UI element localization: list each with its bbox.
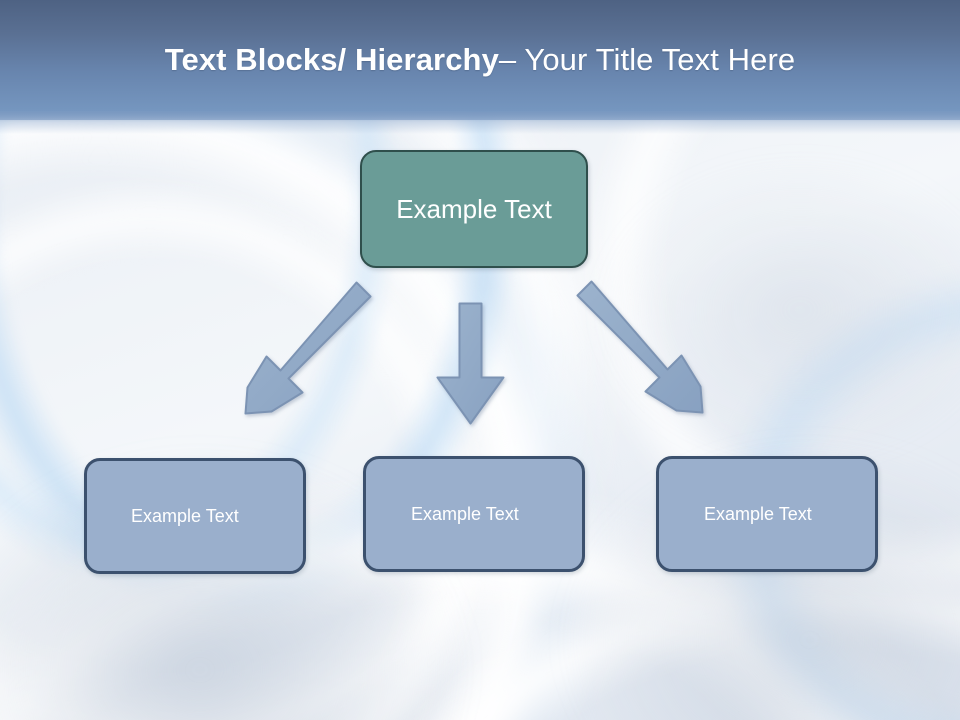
node-child-2[interactable]: Example Text (363, 456, 585, 572)
page-title-light: – Your Title Text Here (498, 42, 796, 77)
node-child-1[interactable]: Example Text (84, 458, 306, 574)
node-parent-label: Example Text (396, 193, 552, 224)
node-parent[interactable]: Example Text (360, 150, 588, 268)
node-child-3-label: Example Text (704, 503, 812, 524)
node-child-1-label: Example Text (131, 505, 239, 526)
page-title: Text Blocks/ Hierarchy – Your Title Text… (0, 0, 960, 120)
node-child-2-label: Example Text (411, 503, 519, 524)
page-title-bold: Text Blocks/ Hierarchy (164, 42, 499, 77)
node-child-3[interactable]: Example Text (656, 456, 878, 572)
arrow-left (244, 281, 372, 415)
arrow-center (436, 302, 505, 425)
title-band (0, 0, 960, 120)
arrow-right (576, 280, 704, 414)
title-band-fade (0, 112, 960, 134)
